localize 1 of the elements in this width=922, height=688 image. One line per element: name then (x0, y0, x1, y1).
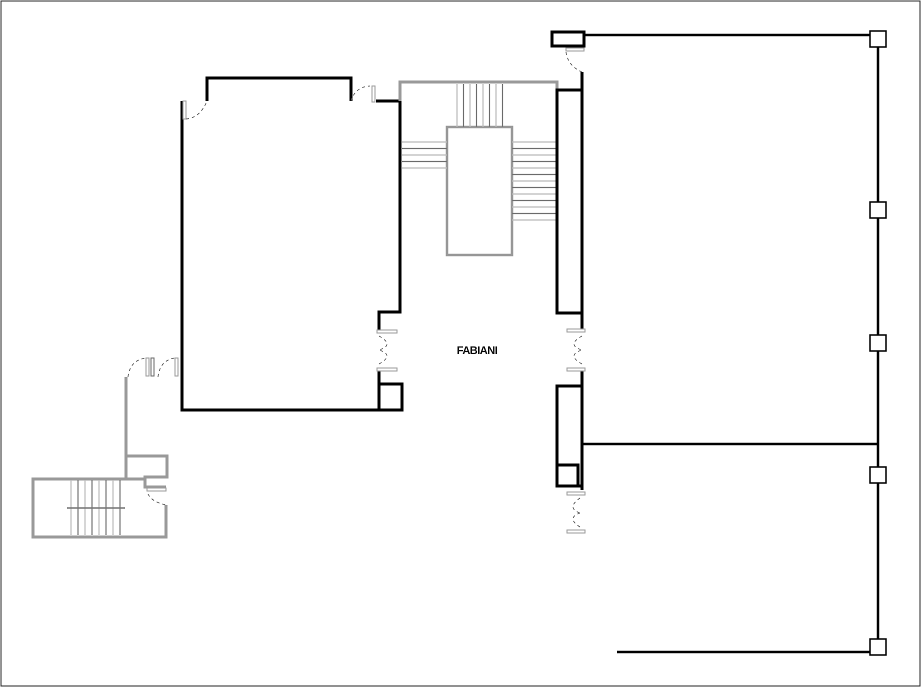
room-label: FABIANI (456, 345, 498, 357)
